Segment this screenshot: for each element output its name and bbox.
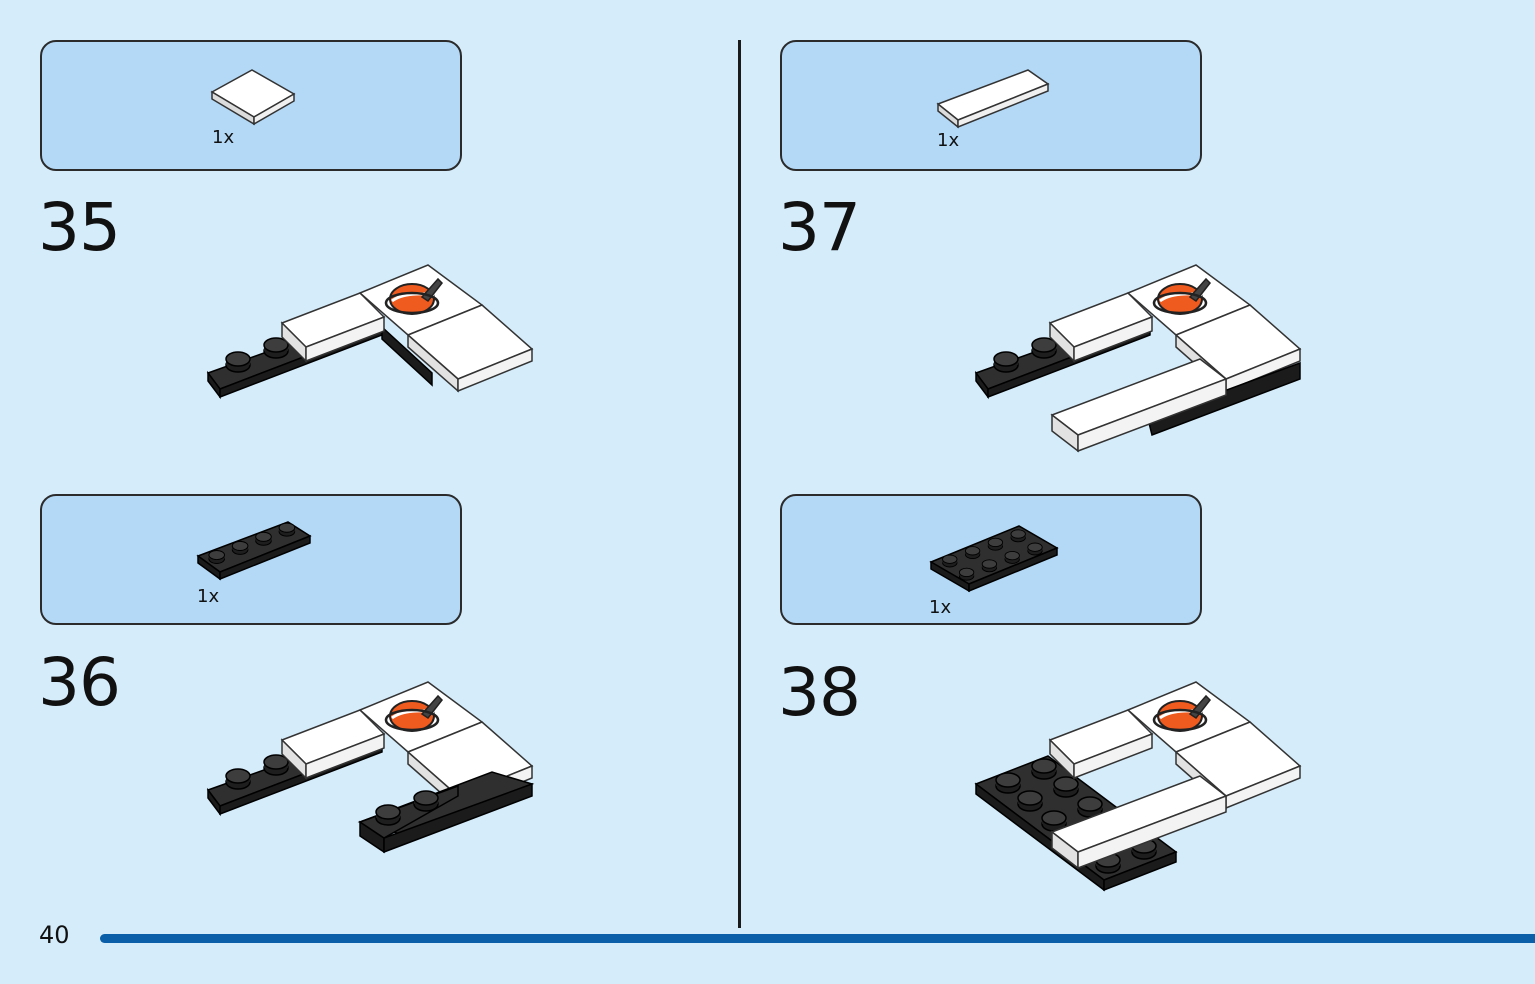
- quantity-label: 1x: [197, 586, 220, 607]
- white-tile-1x2-part: [210, 69, 296, 126]
- parts-box-step-35: 1x: [40, 40, 462, 171]
- step-number: 35: [38, 189, 121, 266]
- quantity-label: 1x: [212, 127, 235, 148]
- step-number: 36: [38, 644, 121, 721]
- black-plate-2x4-part: [929, 525, 1059, 593]
- black-plate-1x4-part: [196, 521, 312, 581]
- quantity-label: 1x: [937, 130, 960, 151]
- parts-box-step-36: 1x: [40, 494, 462, 625]
- parts-box-step-38: 1x: [780, 494, 1202, 625]
- step-38-model: [974, 681, 1302, 892]
- white-tile-1x4-part: [936, 69, 1050, 129]
- page-progress-bar: [100, 934, 1535, 943]
- step-36-model: [206, 681, 535, 854]
- step-35-model: [206, 264, 534, 400]
- step-number: 38: [778, 654, 861, 731]
- page-number: 40: [39, 921, 70, 949]
- parts-box-step-37: 1x: [780, 40, 1202, 171]
- column-divider: [738, 40, 741, 928]
- quantity-label: 1x: [929, 597, 952, 618]
- step-37-model: [974, 264, 1302, 453]
- step-number: 37: [778, 189, 861, 266]
